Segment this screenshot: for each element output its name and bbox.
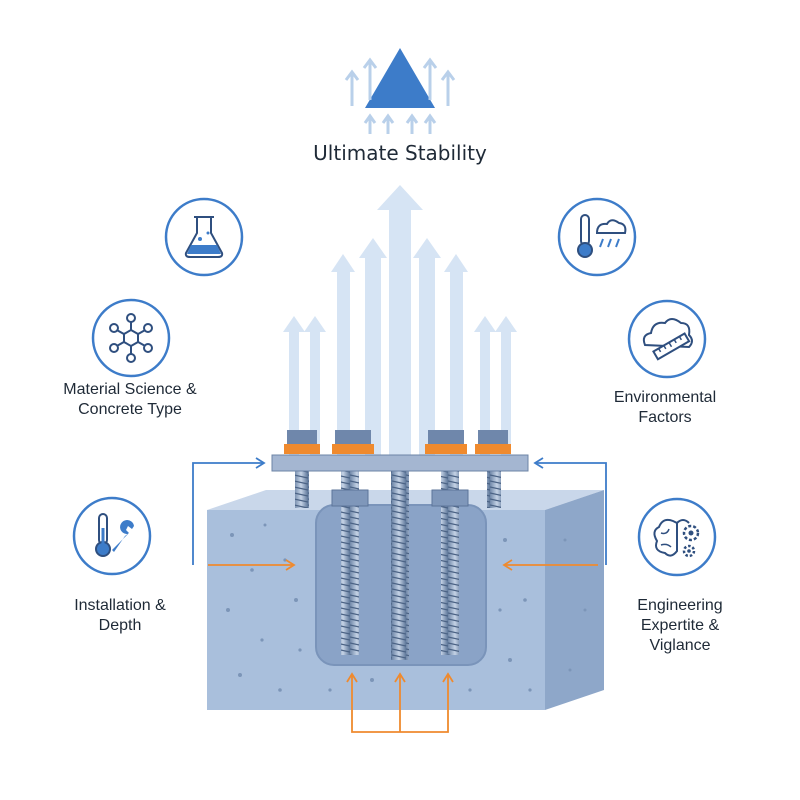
brain-gears-icon — [637, 497, 717, 577]
diagram-title: Ultimate Stability — [313, 141, 487, 165]
side-force-arrows — [192, 457, 607, 733]
base-plate — [271, 430, 529, 472]
thermometer-wrench-icon — [72, 496, 152, 576]
molecule-icon — [91, 298, 171, 378]
thermometer-cloud-icon — [557, 197, 637, 277]
anchor-bolts — [295, 470, 501, 660]
upward-force-arrows — [283, 185, 517, 455]
stability-triangle-icon — [344, 48, 456, 134]
cloud-ruler-icon — [627, 299, 707, 379]
factor-label-material: Material Science &Concrete Type — [63, 381, 197, 418]
factor-label-installation: Installation &Depth — [74, 597, 166, 634]
flask-icon — [164, 197, 244, 277]
